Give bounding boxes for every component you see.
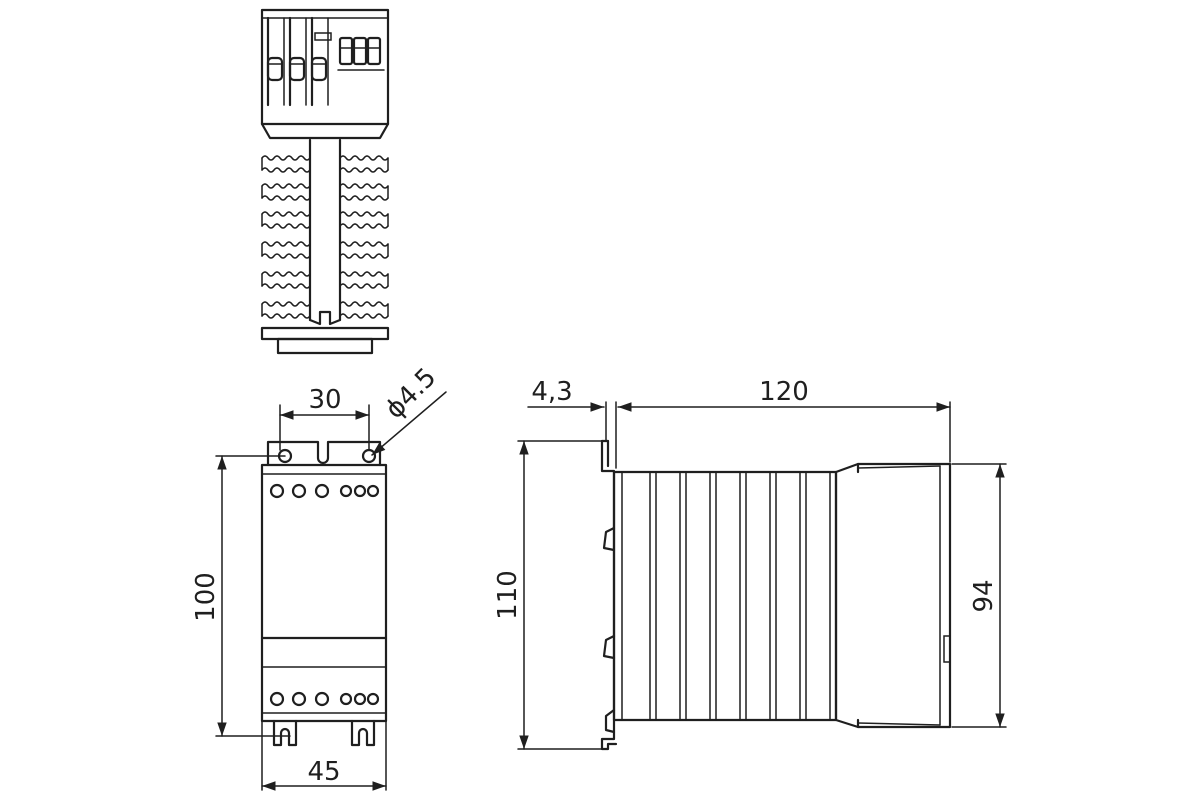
- dim-hole-spacing: 30: [308, 385, 341, 415]
- front-top-terminals: [269, 483, 380, 499]
- dim-body-height: 94: [969, 579, 999, 612]
- terminal-block-top: [260, 8, 390, 126]
- front-view: [260, 440, 388, 747]
- side-dimensions: 4,3 120 110 94: [493, 377, 1007, 750]
- dim-flange-offset: 4,3: [531, 377, 572, 407]
- front-bottom-terminals: [269, 691, 380, 707]
- mount-hole-right: [361, 448, 377, 464]
- dim-depth: 120: [759, 377, 809, 407]
- side-view: [600, 439, 952, 751]
- dim-height-side: 110: [493, 570, 523, 620]
- dim-height-front: 100: [191, 572, 221, 622]
- dim-width-front: 45: [307, 757, 340, 787]
- side-fins: [621, 471, 831, 721]
- front-dimensions: 30 ϕ4.5 100 45: [191, 362, 447, 791]
- top-view: [260, 8, 390, 355]
- heatsink-top: [260, 122, 390, 355]
- dim-hole-diameter: ϕ4.5: [380, 362, 443, 425]
